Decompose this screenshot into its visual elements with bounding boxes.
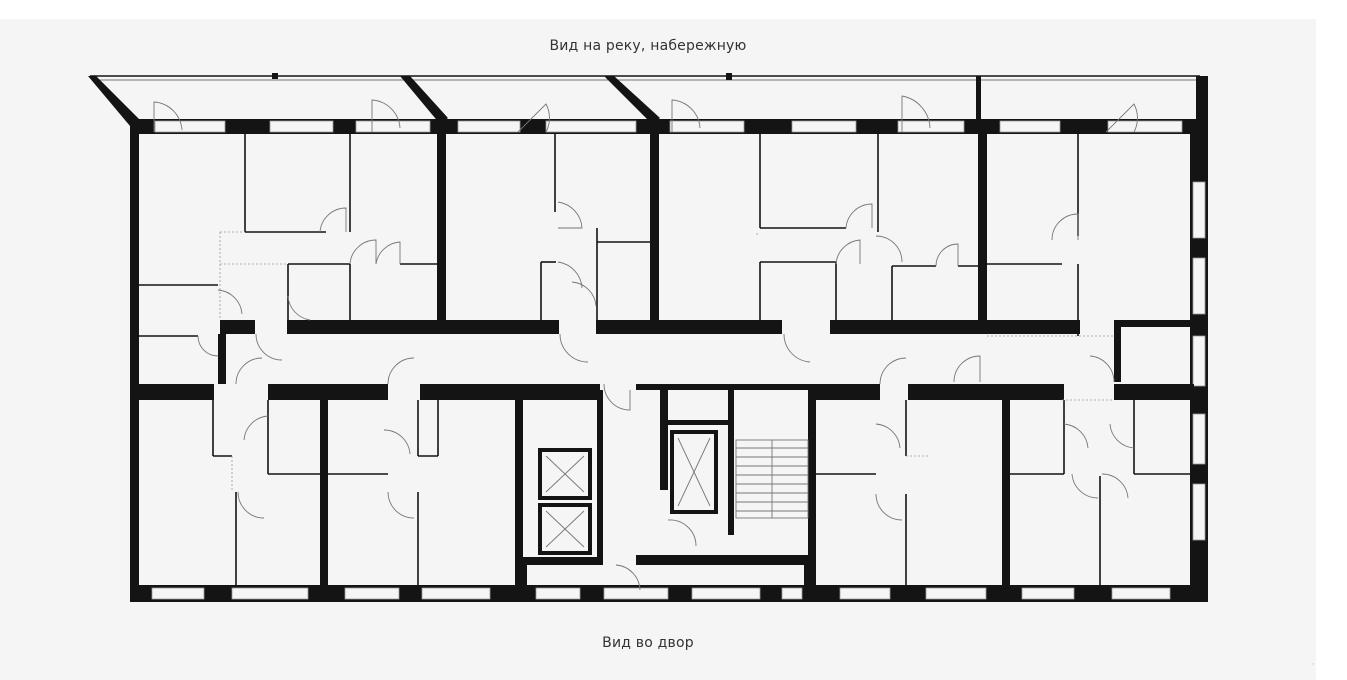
- corridor-walls: [137, 320, 1194, 400]
- lift-shaft-1: [538, 448, 592, 500]
- door-swings: [153, 95, 1138, 591]
- river-view-label: Вид на реку, набережную: [549, 38, 747, 54]
- north-partitions: [139, 119, 1079, 337]
- south-wall: [130, 585, 1208, 602]
- side-walls: [130, 119, 1208, 602]
- corner-marker: ': [1312, 662, 1314, 670]
- stairs: [735, 439, 809, 519]
- balcony-strip: [88, 73, 1208, 126]
- courtyard-view-label: Вид во двор: [602, 635, 694, 651]
- core-walls: [515, 390, 816, 590]
- lift-shaft-3: [670, 430, 718, 514]
- north-wall: [130, 119, 1200, 134]
- dashed-dividers: [219, 231, 1114, 492]
- south-partitions: [212, 400, 1190, 586]
- lift-shaft-2: [538, 503, 592, 555]
